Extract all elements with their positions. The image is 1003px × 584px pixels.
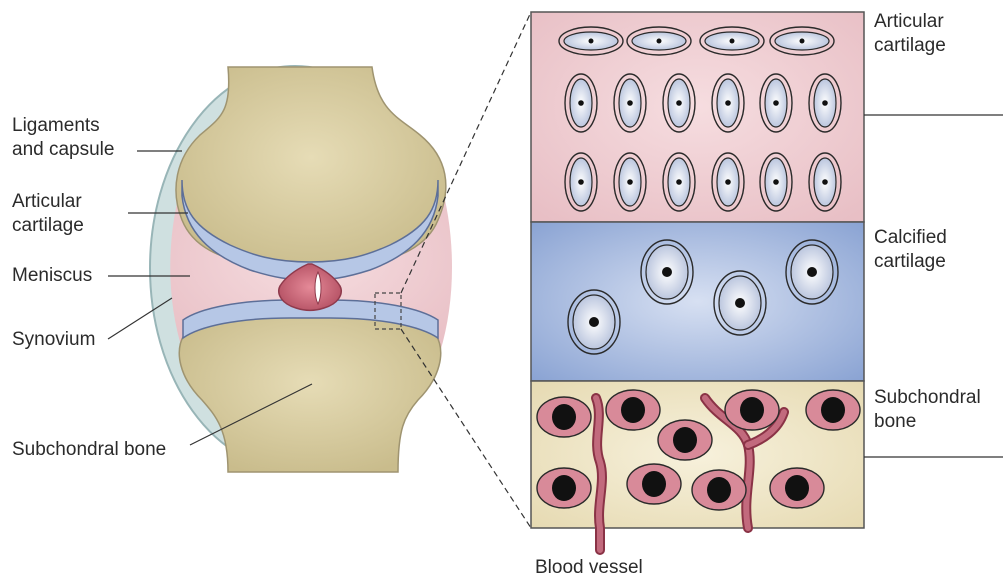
columnar-chondrocyte: [663, 74, 695, 132]
osteocyte: [537, 397, 591, 437]
calcified-chondrocyte: [714, 271, 766, 335]
columnar-chondrocyte: [760, 74, 792, 132]
label-right-calcified-cartilage: Calcified cartilage: [874, 226, 947, 274]
osteocyte: [770, 468, 824, 508]
osteocyte: [658, 420, 712, 460]
osteocyte: [725, 390, 779, 430]
osteocyte: [692, 470, 746, 510]
columnar-chondrocyte: [565, 153, 597, 211]
osteocyte: [627, 464, 681, 504]
label-subchondral-bone: Subchondral bone: [12, 438, 166, 462]
columnar-chondrocyte: [809, 153, 841, 211]
calcified-chondrocyte: [786, 240, 838, 304]
columnar-chondrocyte: [614, 74, 646, 132]
columnar-chondrocyte: [565, 74, 597, 132]
lower-bone: [179, 310, 440, 472]
label-meniscus: Meniscus: [12, 264, 92, 288]
label-articular-cartilage: Articular cartilage: [12, 190, 84, 238]
label-synovium: Synovium: [12, 328, 95, 352]
osteocyte: [537, 468, 591, 508]
calcified-chondrocyte: [568, 290, 620, 354]
label-ligaments-and-capsule: Ligaments and capsule: [12, 114, 114, 162]
osteocyte: [606, 390, 660, 430]
meniscus-gap: [315, 272, 321, 304]
calcified-chondrocyte: [641, 240, 693, 304]
columnar-chondrocyte: [760, 153, 792, 211]
label-right-subchondral-bone: Subchondral bone: [874, 386, 981, 434]
label-blood-vessel: Blood vessel: [535, 556, 643, 580]
zoom-line-bottom: [401, 329, 531, 528]
columnar-chondrocyte: [712, 74, 744, 132]
columnar-chondrocyte: [614, 153, 646, 211]
osteocyte: [806, 390, 860, 430]
columnar-chondrocyte: [712, 153, 744, 211]
columnar-chondrocyte: [663, 153, 695, 211]
label-right-articular-cartilage: Articular cartilage: [874, 10, 946, 58]
columnar-chondrocyte: [809, 74, 841, 132]
